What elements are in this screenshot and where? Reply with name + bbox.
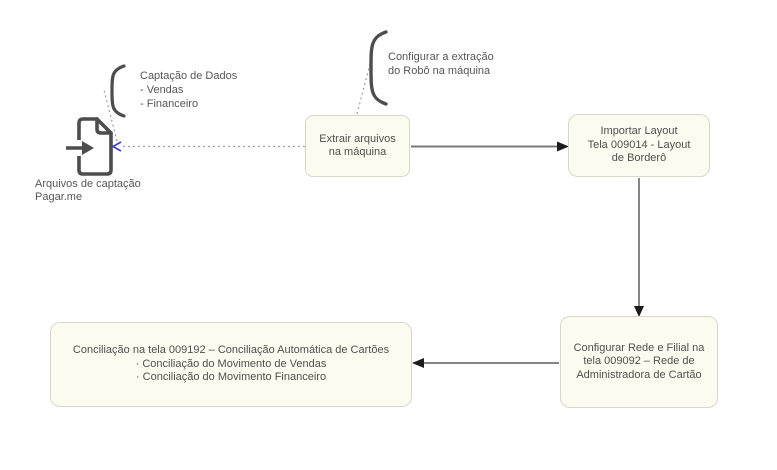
arrowhead-left-icon xyxy=(412,358,424,368)
node-label-line: · Conciliação do Movimento Financeiro xyxy=(135,371,327,384)
node-label-line: na máquina xyxy=(328,146,387,158)
file-import-icon[interactable] xyxy=(65,115,118,178)
node-label-line: Extrair arquivos xyxy=(319,132,396,145)
node-label-line: Administradora de Cartão xyxy=(576,368,702,381)
import-arrow-head xyxy=(82,141,94,155)
node-extrair-arquivos[interactable]: Extrair arquivos na máquina xyxy=(305,115,410,177)
annotation-line: - Financeiro xyxy=(140,98,199,110)
annotation-line: - Vendas xyxy=(140,84,184,96)
annotation-line: Captação de Dados xyxy=(140,70,238,82)
node-label-line: de Borderô xyxy=(611,152,667,165)
file-outline-icon xyxy=(77,117,113,176)
node-label-line: Importar Layout xyxy=(600,125,678,138)
node-importar-layout[interactable]: Importar Layout Tela 009014 - Layout de … xyxy=(568,114,710,177)
annotation-line: Configurar a extração xyxy=(388,51,494,63)
node-label-line: Configurar Rede e Filial na xyxy=(573,341,705,354)
curly-brace-icon-captacao xyxy=(110,64,126,118)
curly-brace-icon-robo xyxy=(369,30,388,106)
node-label-line: · Conciliação do Movimento de Vendas xyxy=(135,357,327,370)
node-conciliacao[interactable]: Conciliação na tela 009192 – Conciliação… xyxy=(50,322,412,407)
node-label-line: Conciliação na tela 009192 – Conciliação… xyxy=(72,344,390,357)
file-label-line: Pagar.me xyxy=(35,191,83,203)
node-label-line: tela 009092 – Rede de xyxy=(583,355,695,368)
file-fold-icon xyxy=(95,117,113,135)
file-label: Arquivos de captação Pagar.me xyxy=(35,178,141,204)
annotation-robo: Configurar a extração do Robô na máquina xyxy=(388,51,494,78)
annotation-captacao: Captação de Dados - Vendas - Financeiro xyxy=(140,69,237,111)
node-configurar-rede[interactable]: Configurar Rede e Filial na tela 009092 … xyxy=(560,316,718,408)
annotation-line: do Robô na máquina xyxy=(388,64,491,77)
file-label-line: Arquivos de captação xyxy=(35,178,141,190)
node-label-line: Tela 009014 - Layout xyxy=(587,138,691,151)
